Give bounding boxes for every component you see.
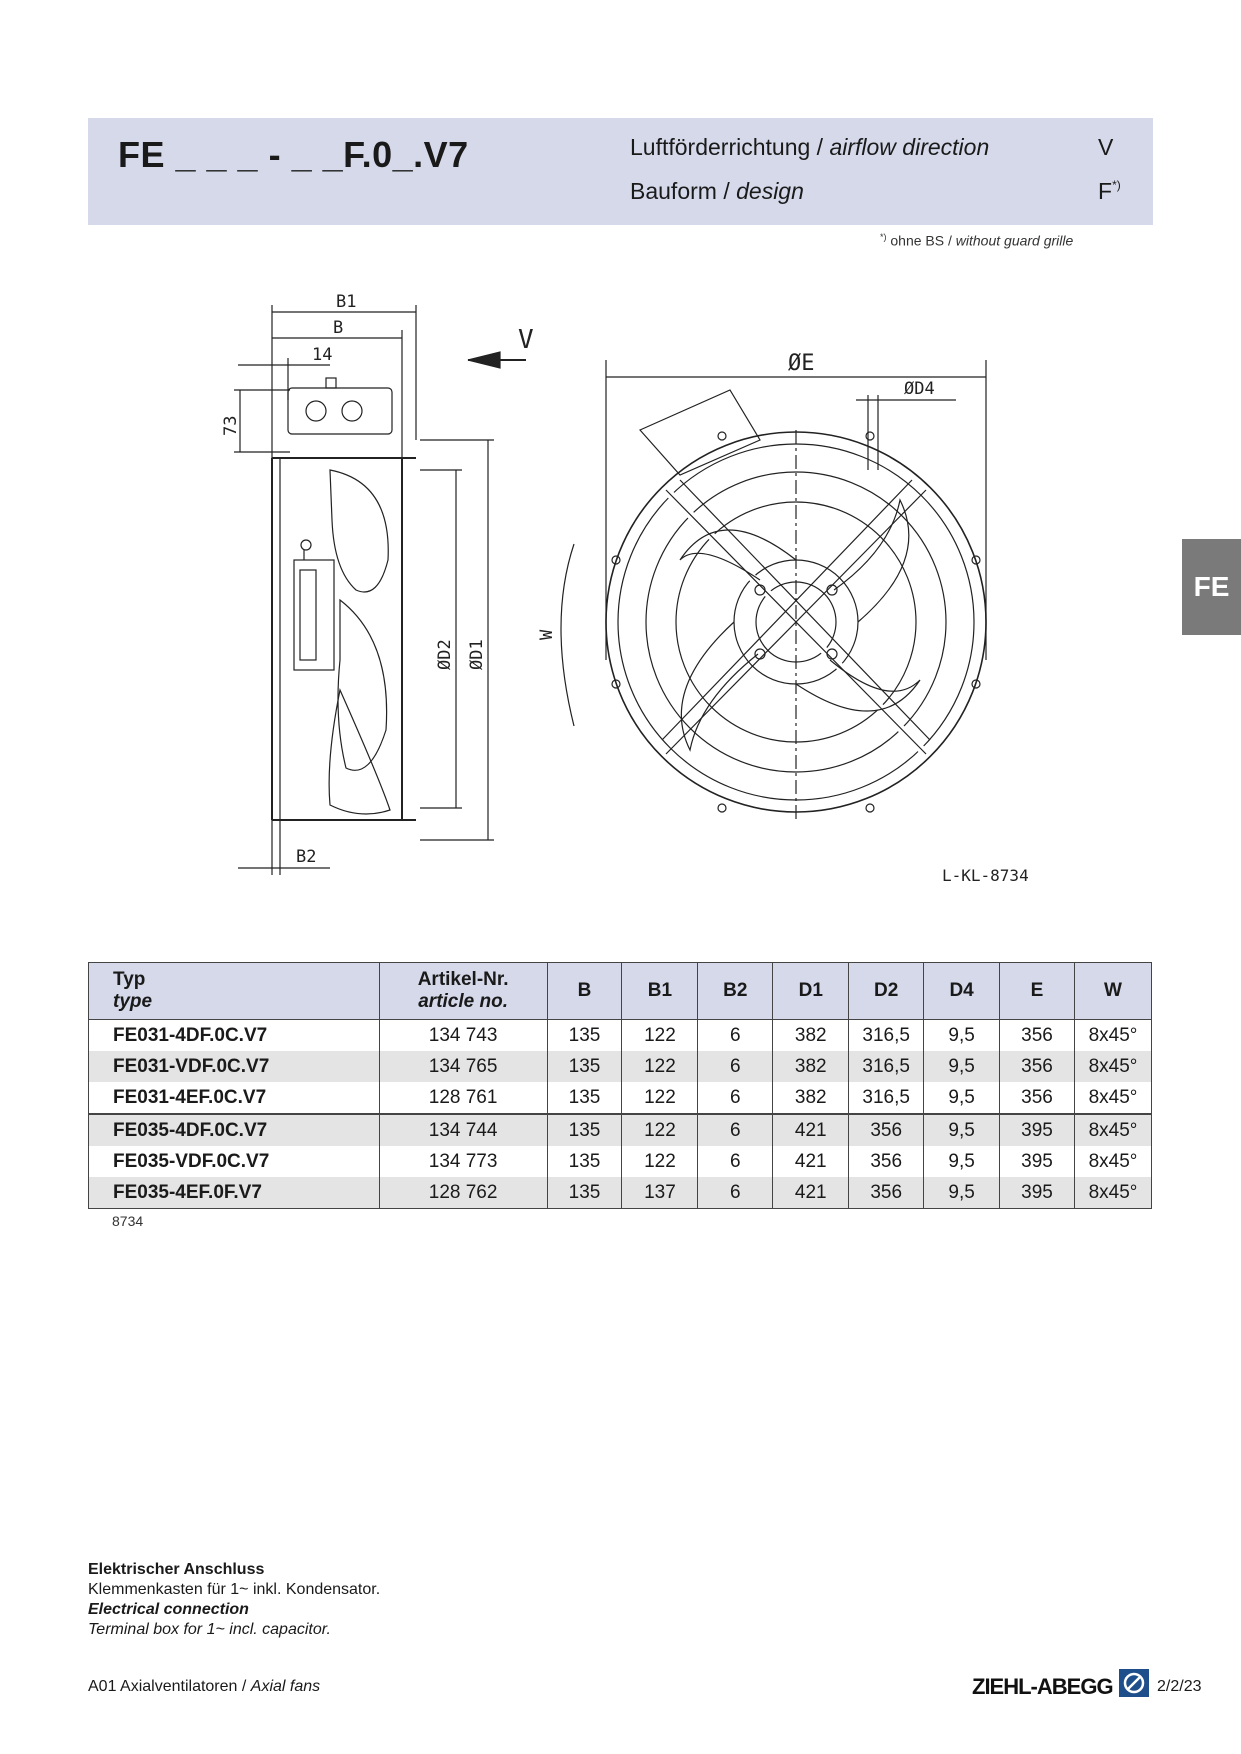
design-value: F*) bbox=[1098, 178, 1121, 204]
label-d1: ØD1 bbox=[467, 639, 487, 670]
front-view: ØE ØD4 bbox=[537, 351, 987, 820]
label-73: 73 bbox=[221, 416, 241, 436]
col-header-d4: D4 bbox=[923, 962, 1001, 1020]
label-e: ØE bbox=[788, 351, 815, 376]
table-reference: 8734 bbox=[112, 1213, 144, 1229]
col-header-d1: D1 bbox=[772, 962, 850, 1020]
airflow-direction-value: V bbox=[1098, 134, 1114, 160]
brand-logo-icon bbox=[1119, 1669, 1149, 1697]
drawing-reference: L-KL-8734 bbox=[942, 866, 1029, 885]
design-label: Bauform / design bbox=[630, 178, 804, 204]
electrical-heading-de: Elektrischer Anschluss bbox=[88, 1561, 265, 1578]
col-header-b2: B2 bbox=[697, 962, 774, 1020]
col-header-w: W bbox=[1073, 962, 1153, 1020]
model-code: FE _ _ _ - _ _F.0_.V7 bbox=[118, 134, 469, 175]
footer-section: A01 Axialventilatoren / Axial fans bbox=[88, 1678, 321, 1695]
header-band: FE _ _ _ - _ _F.0_.V7 Luftförderrichtung… bbox=[88, 118, 1153, 225]
guard-grille-footnote: *) ohne BS / without guard grille bbox=[880, 232, 1074, 249]
col-header-d2: D2 bbox=[848, 962, 925, 1020]
label-d4: ØD4 bbox=[904, 379, 935, 399]
col-header-e: E bbox=[999, 962, 1075, 1020]
page-number: 2/2/23 bbox=[1157, 1678, 1202, 1695]
label-d2: ØD2 bbox=[435, 639, 455, 670]
side-view: B1 B 14 73 ØD2 ØD1 bbox=[221, 292, 494, 875]
label-b2: B2 bbox=[296, 847, 316, 867]
section-tab-fe[interactable]: FE bbox=[1182, 539, 1241, 635]
col-header-article: Artikel-Nr.article no. bbox=[378, 962, 548, 1020]
label-v: V bbox=[518, 325, 534, 355]
label-14: 14 bbox=[312, 345, 332, 365]
electrical-heading-en: Electrical connection bbox=[88, 1601, 249, 1618]
col-header-b: B bbox=[546, 962, 623, 1020]
dimension-drawing: B1 B 14 73 ØD2 ØD1 bbox=[221, 292, 987, 875]
airflow-direction-label: Luftförderrichtung / airflow direction bbox=[630, 134, 990, 160]
label-w: W bbox=[537, 629, 557, 640]
airflow-arrow: V bbox=[467, 325, 534, 369]
label-b: B bbox=[333, 318, 343, 338]
electrical-text-de: Klemmenkasten für 1~ inkl. Kondensator. bbox=[88, 1581, 381, 1598]
electrical-text-en: Terminal box for 1~ incl. capacitor. bbox=[88, 1621, 331, 1638]
electrical-connection-notes: Elektrischer Anschluss Klemmenkasten für… bbox=[88, 1560, 380, 1640]
col-header-b1: B1 bbox=[621, 962, 699, 1020]
brand-name: ZIEHL-ABEGG bbox=[972, 1674, 1114, 1699]
label-b1: B1 bbox=[336, 292, 356, 312]
